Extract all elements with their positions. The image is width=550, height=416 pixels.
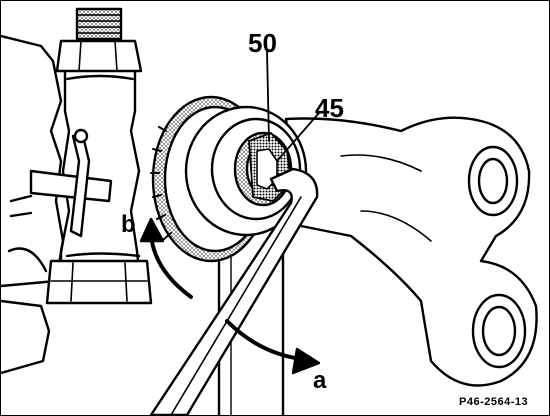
leader-50 [266, 50, 270, 142]
hex-key-wrench [149, 167, 319, 415]
top-stud [55, 7, 143, 73]
housing-body [1, 34, 65, 375]
callout-45: 45 [315, 93, 344, 123]
figure-id: P46-2564-13 [459, 396, 529, 408]
arrow-a [225, 319, 321, 375]
bottom-nut [45, 259, 153, 305]
arrow-b [139, 217, 193, 299]
direction-label-b: b [121, 211, 136, 238]
cable-clip [29, 128, 113, 238]
direction-label-a: a [313, 367, 327, 394]
leader-45 [276, 112, 320, 162]
callout-50: 50 [248, 28, 277, 58]
bolt-shaft [59, 69, 143, 293]
pitman-arm [284, 116, 538, 387]
